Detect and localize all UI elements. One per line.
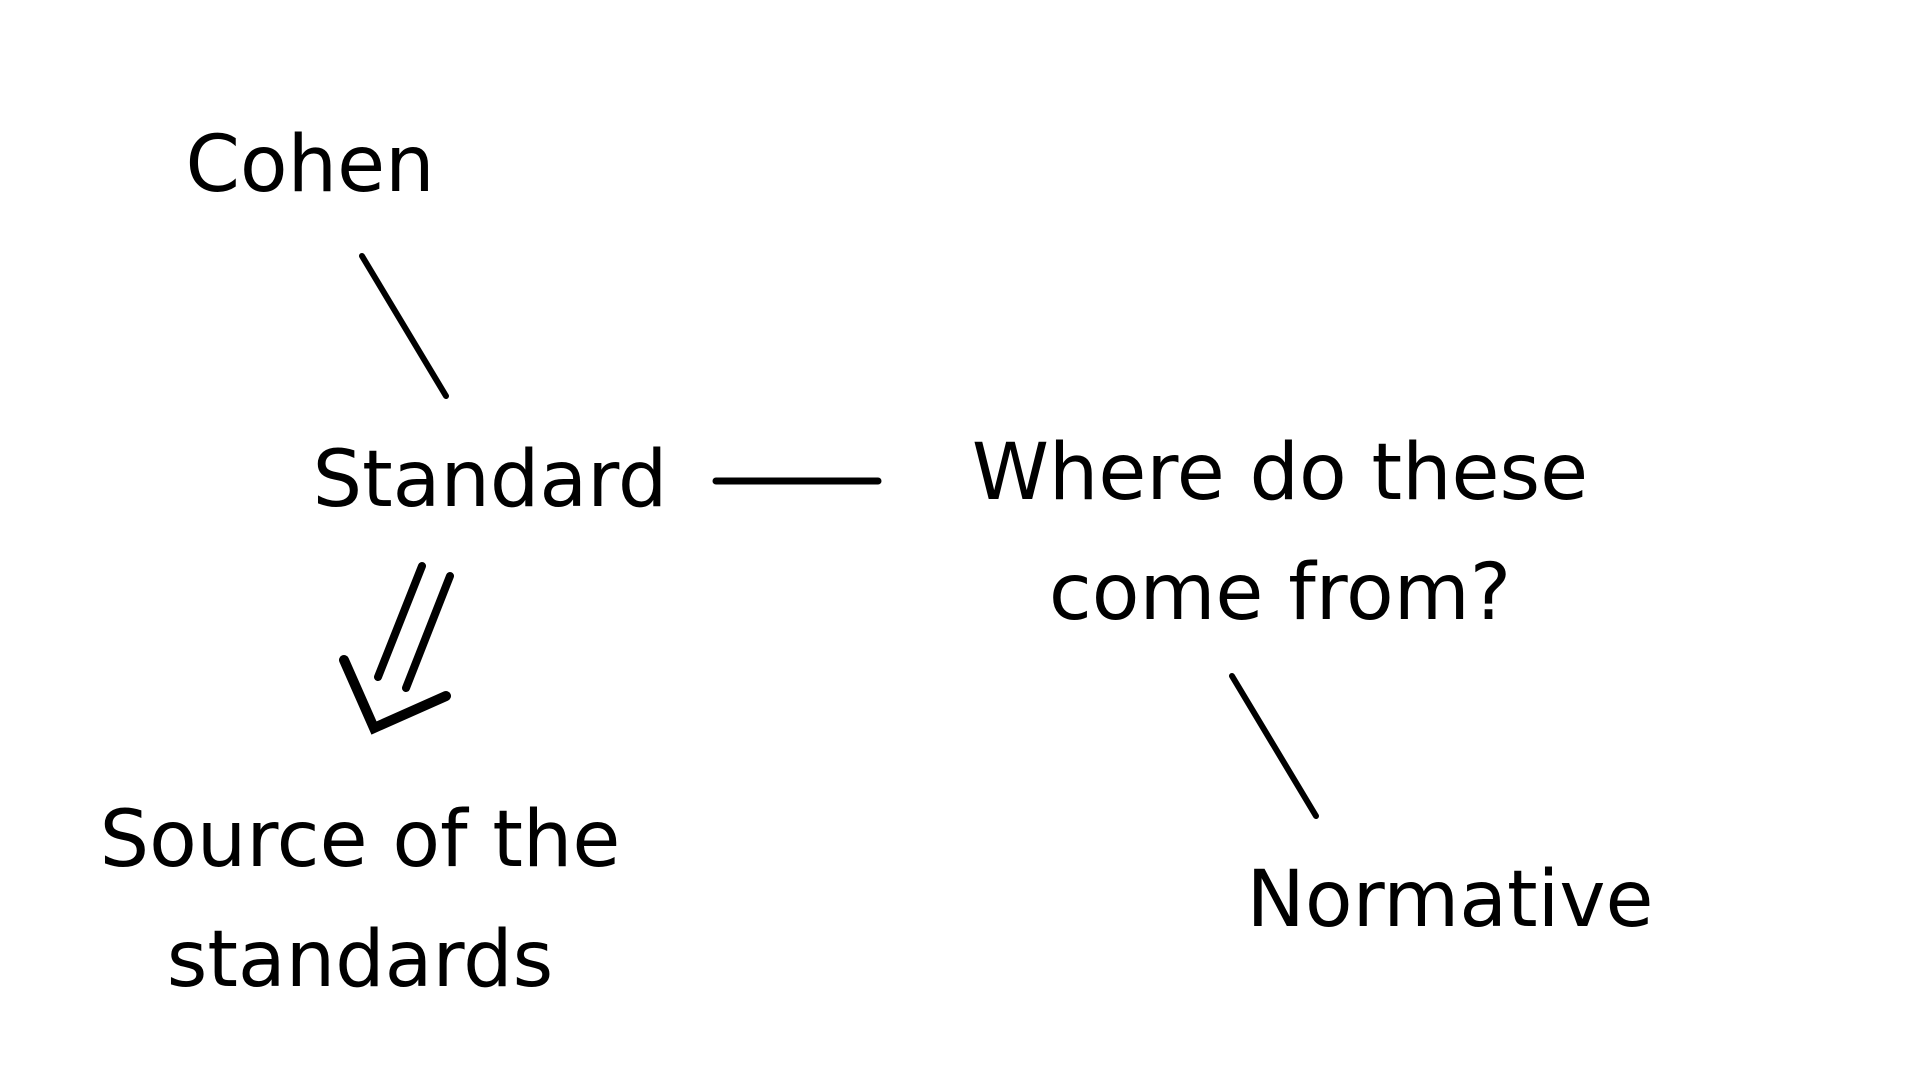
node-source-of-the-standards: Source of the standards <box>60 780 660 1020</box>
node-cohen-label: Cohen <box>185 120 435 210</box>
double-arrow-standard-source <box>339 562 454 735</box>
edge-cohen-standard <box>359 253 449 399</box>
node-where-do-these-come-from: Where do these come from? <box>930 413 1630 653</box>
node-normative: Normative <box>1200 840 1700 960</box>
node-standard-label: Standard <box>312 435 668 525</box>
double-arrow-shaft-right <box>402 572 454 692</box>
node-normative-label: Normative <box>1246 855 1654 945</box>
double-arrow-head <box>339 655 451 735</box>
edge-where-normative <box>1229 673 1319 819</box>
node-where-line-2: come from? <box>1048 548 1512 638</box>
node-source-line-1: Source of the <box>99 795 621 885</box>
node-cohen: Cohen <box>160 105 460 225</box>
double-arrow-shaft-left <box>374 562 426 681</box>
node-source-line-2: standards <box>166 915 554 1005</box>
node-where-line-1: Where do these <box>971 428 1589 518</box>
node-standard: Standard <box>290 420 690 540</box>
